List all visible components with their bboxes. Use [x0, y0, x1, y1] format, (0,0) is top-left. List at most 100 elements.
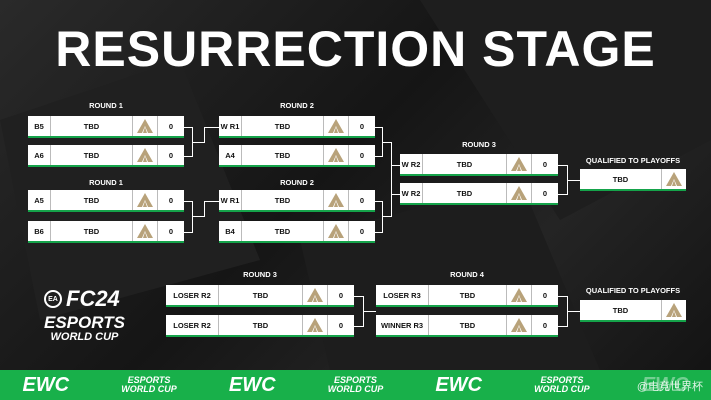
score: 0 — [168, 195, 174, 205]
round-label-lower-r4: ROUND 4 — [450, 270, 484, 279]
round-label-upper-r2b: ROUND 2 — [280, 178, 314, 187]
score: 0 — [338, 320, 344, 330]
connector — [204, 201, 219, 217]
round-label-upper-r3: ROUND 3 — [462, 140, 496, 149]
qualified-label-lower: QUALIFIED TO PLAYOFFS — [585, 286, 681, 295]
team-logo-icon — [662, 169, 686, 189]
seed-label: W R2 — [400, 154, 423, 174]
team-name: TBD — [51, 116, 133, 136]
qualified-label-upper: QUALIFIED TO PLAYOFFS — [585, 156, 681, 165]
connector — [184, 201, 192, 202]
seed-label: W R1 — [219, 116, 242, 136]
team-logo-icon — [324, 145, 349, 165]
team-logo-icon — [303, 285, 328, 305]
team-name: TBD — [51, 190, 133, 210]
connector — [192, 216, 204, 217]
fc24-text: FC24 — [66, 286, 120, 311]
seed-label: LOSER R3 — [376, 285, 429, 305]
footer-ewc: EWC — [641, 373, 689, 396]
score: 0 — [168, 226, 174, 236]
connector — [558, 296, 568, 327]
team-name: TBD — [242, 221, 324, 241]
seed-label: B6 — [28, 221, 51, 241]
score: 0 — [359, 226, 365, 236]
score: 0 — [542, 159, 548, 169]
connector — [184, 156, 192, 157]
score: 0 — [542, 320, 548, 330]
qualified-slot[interactable]: TBD — [580, 169, 686, 191]
team-name: TBD — [242, 190, 324, 210]
round-label-upper-r2a: ROUND 2 — [280, 101, 314, 110]
footer-ewc: EWC — [228, 373, 276, 396]
esports-text: ESPORTS — [44, 313, 125, 332]
worldcup-text: WORLD CUP — [50, 331, 119, 343]
connector — [184, 127, 192, 128]
team-name: TBD — [242, 145, 324, 165]
score: 0 — [168, 150, 174, 160]
team-name: TBD — [51, 221, 133, 241]
connector — [204, 127, 219, 143]
team-logo-icon — [507, 285, 532, 305]
score: 0 — [542, 290, 548, 300]
team-name: TBD — [242, 116, 324, 136]
team-name: TBD — [580, 169, 662, 189]
seed-label: A5 — [28, 190, 51, 210]
team-name: TBD — [423, 183, 507, 203]
qualified-slot[interactable]: TBD — [580, 300, 686, 322]
team-name: TBD — [219, 285, 303, 305]
team-logo-icon — [507, 315, 532, 335]
seed-label: A4 — [219, 145, 242, 165]
seed-label: LOSER R2 — [166, 285, 219, 305]
connector — [391, 165, 400, 166]
score: 0 — [168, 121, 174, 131]
seed-label: B4 — [219, 221, 242, 241]
team-name: TBD — [423, 154, 507, 174]
connector — [192, 142, 204, 143]
seed-label: B5 — [28, 116, 51, 136]
round-label-lower-r3: ROUND 3 — [243, 270, 277, 279]
connector — [383, 142, 391, 143]
round-label-upper-r1a: ROUND 1 — [89, 101, 123, 110]
watermark: @电竞世界杯 — [636, 381, 703, 393]
connector — [568, 311, 580, 312]
seed-label: WINNER R3 — [376, 315, 429, 335]
connector — [364, 311, 376, 312]
footer-ewc: EWC — [435, 373, 483, 396]
round-label-upper-r1b: ROUND 1 — [89, 178, 123, 187]
score: 0 — [359, 121, 365, 131]
team-logo-icon — [133, 190, 158, 210]
team-logo-icon — [133, 221, 158, 241]
team-logo-icon — [662, 300, 686, 320]
team-name: TBD — [429, 315, 507, 335]
team-logo-icon — [324, 190, 349, 210]
score: 0 — [542, 188, 548, 198]
ea-logo: EA — [44, 290, 62, 308]
footer-ewc: EWC — [22, 373, 70, 396]
team-logo-icon — [324, 221, 349, 241]
esports-world-cup-logo: ESPORTS WORLD CUP — [44, 313, 125, 344]
connector — [375, 127, 383, 157]
connector — [184, 232, 192, 233]
seed-label: W R2 — [400, 183, 423, 203]
connector — [383, 216, 391, 217]
team-name: TBD — [51, 145, 133, 165]
seed-label: LOSER R2 — [166, 315, 219, 335]
connector — [192, 201, 193, 233]
